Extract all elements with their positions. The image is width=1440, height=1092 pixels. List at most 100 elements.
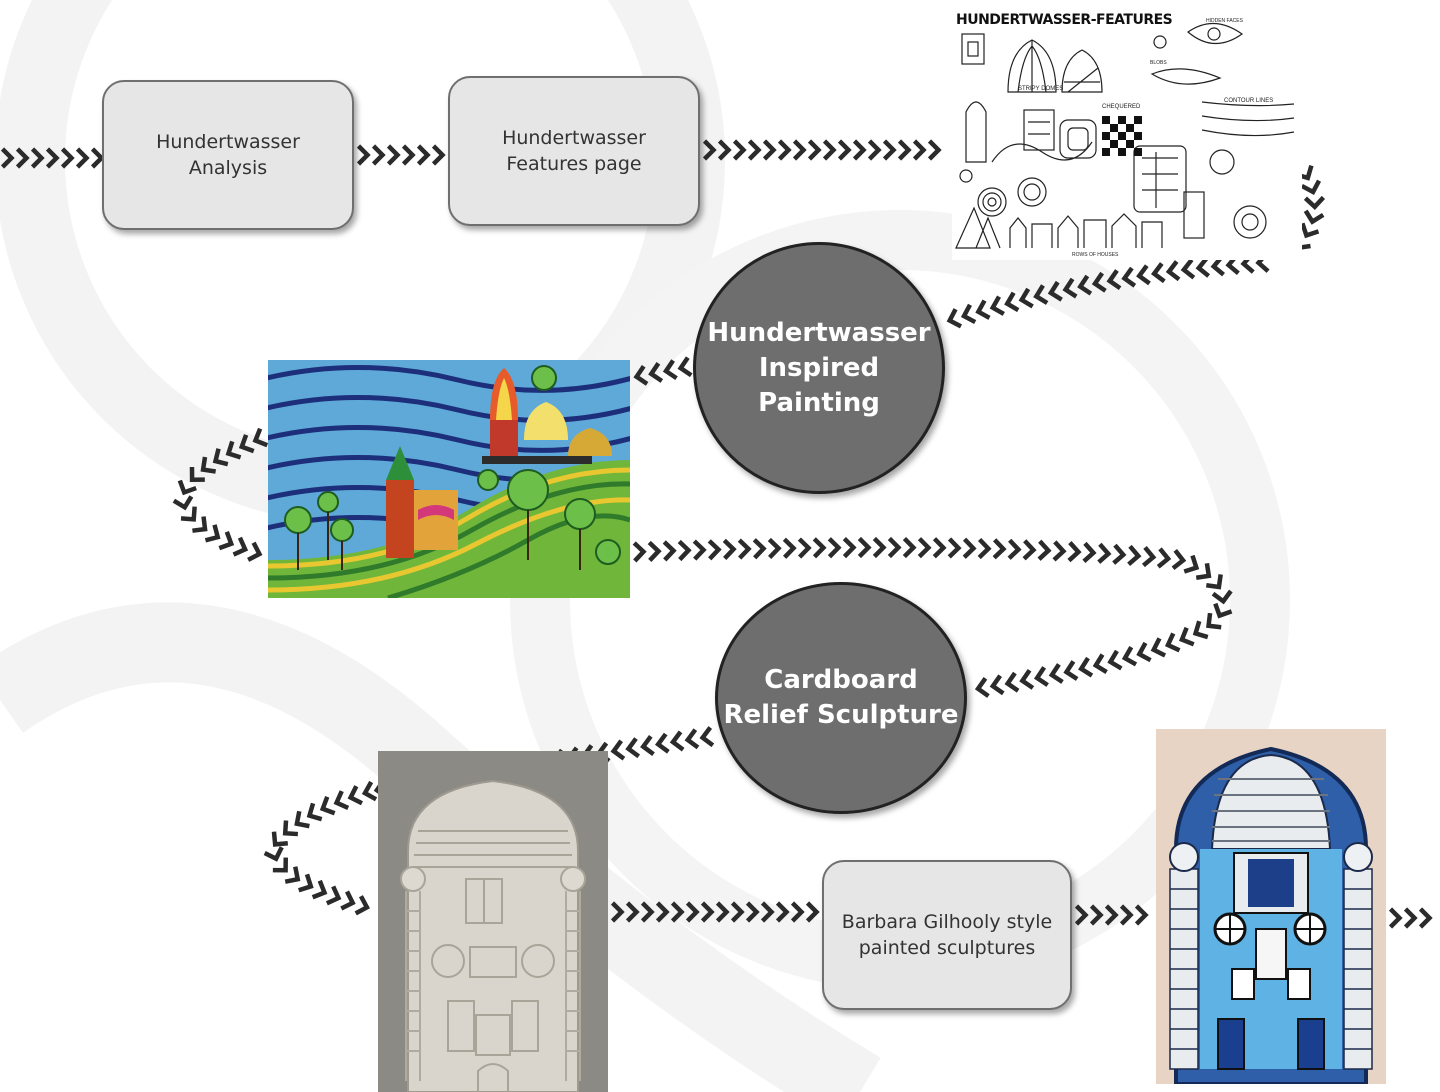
chevron-arrow [263, 846, 284, 862]
chevron-arrow [1037, 539, 1052, 561]
chevron-arrow [1007, 538, 1022, 560]
chevron-arrow [1062, 277, 1078, 299]
chevron-arrow [1107, 649, 1123, 671]
chevron-arrow [792, 139, 807, 161]
chevron-arrow [1063, 660, 1079, 681]
chevron-arrow [730, 901, 745, 923]
chevron-arrow [192, 516, 208, 533]
step-cardboard-label: Cardboard Relief Sculpture [723, 665, 959, 730]
chevron-arrow [1179, 626, 1195, 647]
chevron-arrow [1164, 632, 1181, 653]
chevron-arrow [692, 539, 707, 561]
features-label-domes: STRIPY DOMES [1018, 86, 1064, 92]
chevron-arrow [640, 901, 655, 923]
chevron-arrow [1192, 620, 1209, 640]
chevron-arrow [1418, 907, 1433, 929]
chevron-arrow [989, 674, 1005, 696]
chevron-arrow [232, 536, 249, 557]
chevron-arrow [1136, 641, 1152, 663]
chevron-arrow [625, 737, 641, 759]
chevron-arrow [1097, 542, 1112, 564]
chevron-arrow [670, 901, 685, 923]
chevron-arrow [1067, 541, 1082, 563]
chevron-arrow [90, 147, 105, 169]
chevron-arrow [271, 831, 289, 847]
chevron-arrow [416, 144, 431, 166]
chevron-arrow [747, 139, 762, 161]
chevron-arrow [1077, 274, 1093, 296]
chevron-arrow [1121, 266, 1137, 288]
chevron-arrow [15, 147, 30, 169]
chevron-arrow [333, 790, 350, 810]
chevron-arrow [1195, 562, 1212, 581]
chevron-arrow [204, 524, 221, 543]
chevron-arrow [927, 139, 942, 161]
chevron-arrow [1089, 904, 1104, 926]
chevron-arrow [1206, 612, 1222, 630]
chevron-arrow [992, 538, 1007, 560]
chevron-arrow [238, 434, 255, 454]
chevron-arrow [60, 147, 75, 169]
chevron-arrow [975, 299, 991, 320]
chevron-arrow [700, 901, 715, 923]
chevron-arrow [807, 139, 822, 161]
chevron-arrow [1183, 554, 1200, 574]
chevron-arrow [699, 726, 715, 748]
chevron-arrow [212, 448, 229, 467]
chevron-arrow [1004, 291, 1020, 313]
chevron-arrow [767, 537, 782, 560]
chevron-arrow [1106, 269, 1122, 291]
chevron-arrow [1195, 256, 1211, 278]
chevron-arrow [431, 144, 446, 166]
chevron-arrow [715, 901, 730, 923]
chevron-arrow [1303, 195, 1326, 210]
chevron-arrow [75, 147, 90, 169]
chevron-arrow [298, 873, 314, 893]
chevron-arrow [1300, 179, 1322, 195]
chevron-arrow [1171, 548, 1187, 570]
chevron-arrow [648, 362, 664, 383]
chevron-arrow [45, 147, 60, 169]
chevron-arrow [737, 538, 752, 560]
chevron-arrow [401, 144, 416, 166]
chevron-arrow [1141, 546, 1157, 568]
step-features-page-label: Hundertwasser Features page [502, 127, 646, 175]
features-label-houses: ROWS OF HOUSES [1072, 252, 1119, 258]
chevron-arrow [837, 139, 852, 161]
chevron-arrow [0, 147, 15, 169]
chevron-arrow [962, 537, 977, 559]
chevron-arrow [1112, 543, 1127, 565]
chevron-arrow [812, 537, 827, 559]
chevron-arrow [200, 456, 216, 474]
chevron-arrow [356, 144, 371, 166]
features-label-chequered: CHEQUERED [1102, 104, 1141, 110]
chevron-arrow [790, 901, 805, 923]
chevron-arrow [762, 139, 777, 161]
features-label-contour: CONTOUR LINES [1224, 98, 1274, 104]
chevron-arrow [782, 537, 797, 559]
chevron-arrow [319, 796, 336, 816]
chevron-arrow [974, 676, 990, 698]
chevron-arrow [30, 147, 45, 169]
chevron-arrow [189, 467, 205, 483]
chevron-arrow [722, 538, 737, 560]
chevron-arrow [1388, 907, 1403, 929]
chevron-arrow [662, 359, 678, 381]
step-cardboard-circle: Cardboard Relief Sculpture [715, 582, 967, 814]
chevron-arrow [252, 427, 269, 448]
chevron-arrow [311, 879, 328, 900]
chevron-arrow [177, 479, 197, 496]
chevron-arrow [1078, 656, 1094, 678]
features-sheet-title: HUNDERTWASSER-FEATURES [956, 12, 1173, 28]
chevron-arrow [180, 506, 197, 522]
chevron-arrow [977, 537, 992, 560]
hundertwasser-painting-image [268, 360, 630, 598]
chevron-arrow [1205, 574, 1223, 590]
chevron-arrow [306, 802, 323, 822]
chevron-arrow [1180, 258, 1196, 280]
chevron-arrow [1150, 637, 1167, 658]
chevron-arrow [361, 780, 378, 802]
chevron-arrow [827, 537, 842, 559]
chevron-arrow [662, 540, 677, 562]
chevron-arrow [1150, 262, 1166, 284]
